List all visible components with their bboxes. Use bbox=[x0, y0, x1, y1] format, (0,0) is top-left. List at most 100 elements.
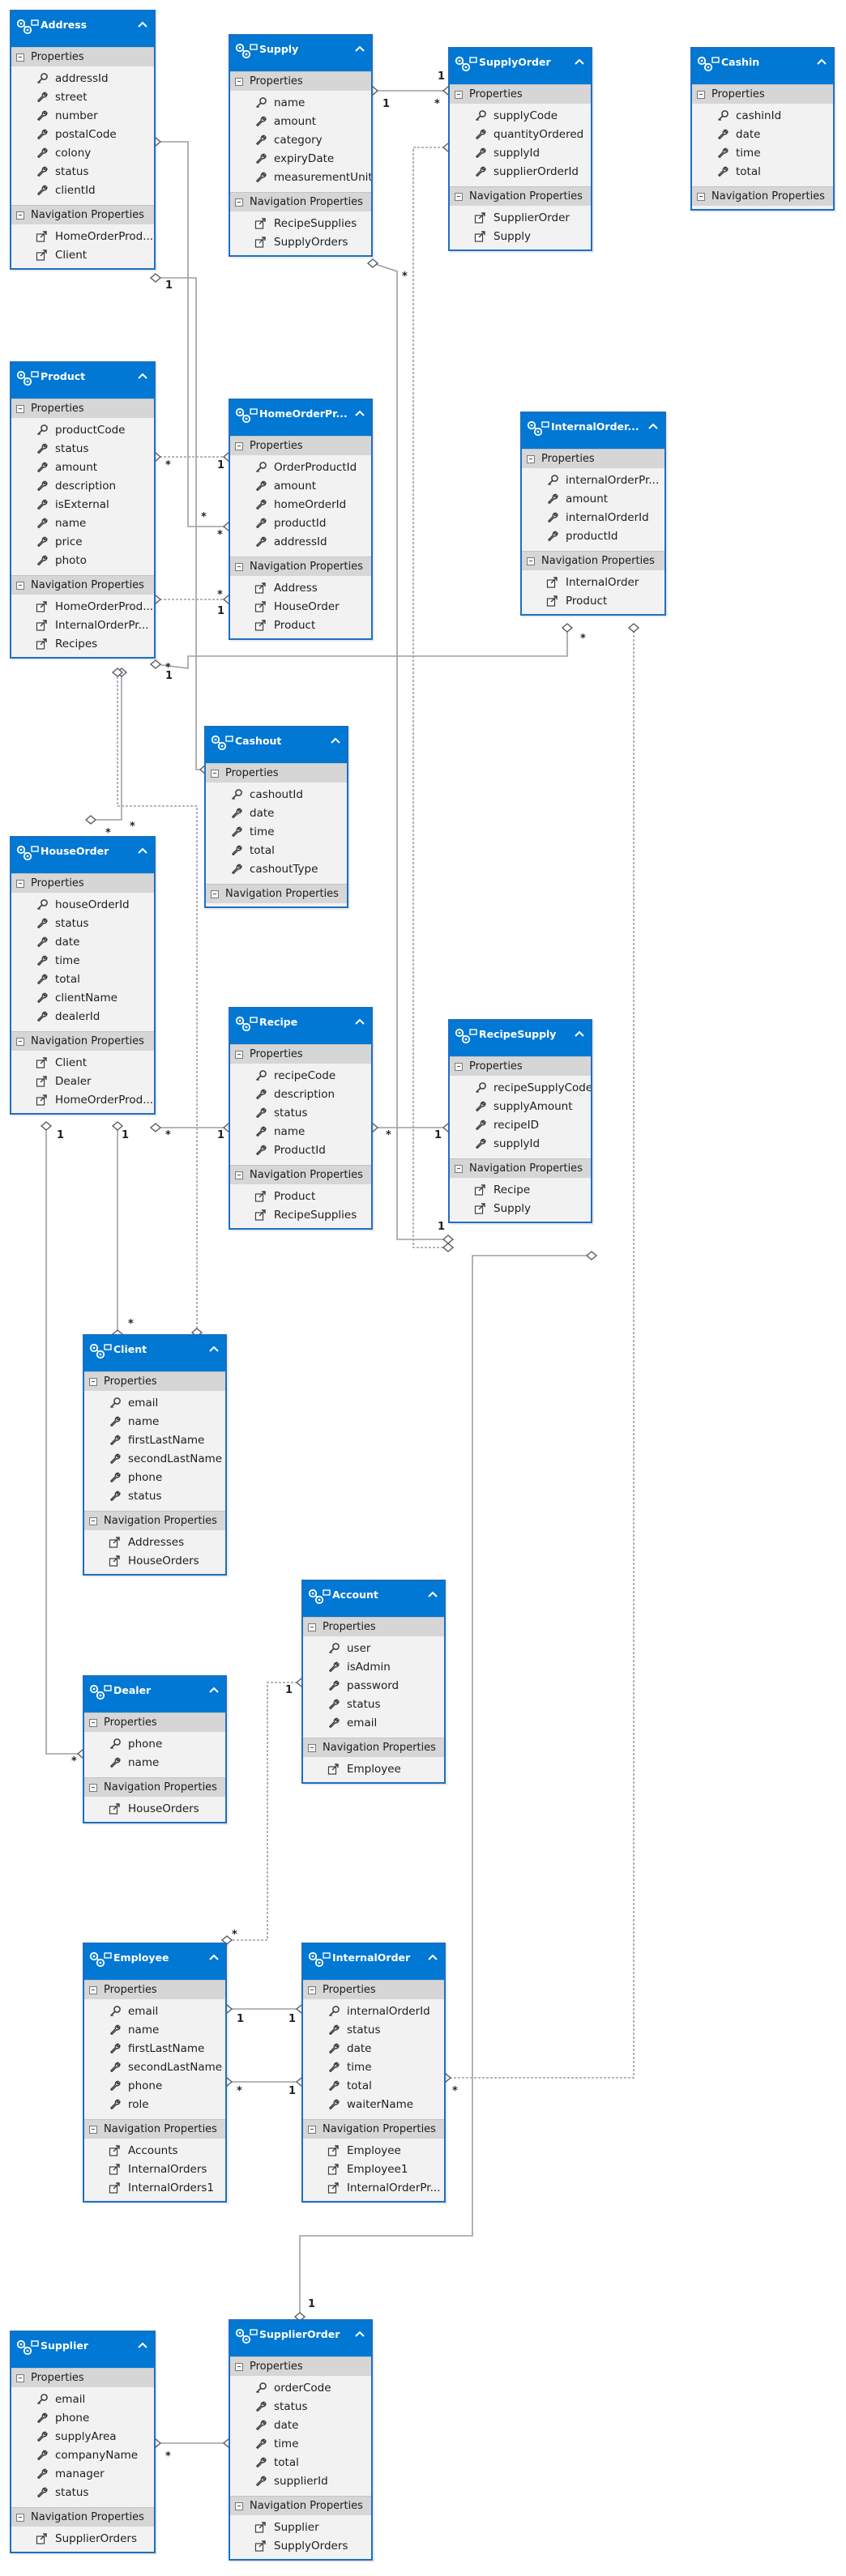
property-item[interactable]: quantityOrdered bbox=[450, 125, 591, 143]
collapse-toggle-icon[interactable] bbox=[235, 77, 243, 86]
collapse-toggle-icon[interactable] bbox=[16, 2513, 24, 2522]
collapse-toggle-icon[interactable] bbox=[16, 879, 24, 888]
property-item[interactable]: date bbox=[11, 932, 154, 951]
chevron-up-icon[interactable] bbox=[815, 56, 828, 69]
property-item[interactable]: street bbox=[11, 87, 154, 106]
properties-section-header[interactable]: Properties bbox=[692, 84, 833, 104]
chevron-up-icon[interactable] bbox=[353, 1016, 366, 1029]
navigation-section-header[interactable]: Navigation Properties bbox=[84, 2119, 225, 2139]
property-item[interactable]: date bbox=[206, 804, 347, 822]
chevron-up-icon[interactable] bbox=[136, 845, 149, 858]
navigation-section-header[interactable]: Navigation Properties bbox=[11, 1031, 154, 1051]
collapse-toggle-icon[interactable] bbox=[697, 90, 705, 99]
property-item[interactable]: name bbox=[11, 514, 154, 532]
collapse-toggle-icon[interactable] bbox=[16, 1037, 24, 1046]
property-item[interactable]: phone bbox=[84, 1734, 225, 1753]
property-item[interactable]: clientId bbox=[11, 181, 154, 199]
navigation-item[interactable]: Recipe bbox=[450, 1180, 591, 1199]
navigation-item[interactable]: Product bbox=[230, 616, 371, 634]
collapse-toggle-icon[interactable] bbox=[89, 1783, 97, 1792]
navigation-item[interactable]: HouseOrder bbox=[230, 597, 371, 616]
navigation-item[interactable]: Product bbox=[522, 591, 664, 610]
property-item[interactable]: recipeID bbox=[450, 1115, 591, 1134]
property-item[interactable]: clientName bbox=[11, 988, 154, 1007]
collapse-toggle-icon[interactable] bbox=[235, 2501, 243, 2510]
collapse-toggle-icon[interactable] bbox=[235, 562, 243, 571]
chevron-up-icon[interactable] bbox=[573, 1028, 586, 1041]
collapse-toggle-icon[interactable] bbox=[235, 1050, 243, 1059]
properties-section-header[interactable]: Properties bbox=[522, 449, 664, 468]
navigation-item[interactable]: Employee bbox=[303, 2141, 444, 2160]
property-item[interactable]: supplyCode bbox=[450, 106, 591, 125]
property-item[interactable]: status bbox=[84, 1486, 225, 1505]
properties-section-header[interactable]: Properties bbox=[303, 1980, 444, 1999]
property-item[interactable]: status bbox=[11, 162, 154, 181]
property-item[interactable]: total bbox=[11, 970, 154, 988]
property-item[interactable]: category bbox=[230, 130, 371, 149]
property-item[interactable]: status bbox=[11, 439, 154, 458]
property-item[interactable]: time bbox=[692, 143, 833, 162]
property-item[interactable]: description bbox=[230, 1085, 371, 1103]
chevron-up-icon[interactable] bbox=[426, 1951, 439, 1964]
property-item[interactable]: description bbox=[11, 476, 154, 495]
navigation-section-header[interactable]: Navigation Properties bbox=[84, 1511, 225, 1530]
entity-header[interactable]: Cashout bbox=[206, 727, 347, 763]
properties-section-header[interactable]: Properties bbox=[11, 873, 154, 893]
property-item[interactable]: supplyAmount bbox=[450, 1097, 591, 1115]
property-item[interactable]: email bbox=[11, 2390, 154, 2408]
property-item[interactable]: amount bbox=[11, 458, 154, 476]
navigation-section-header[interactable]: Navigation Properties bbox=[522, 551, 664, 570]
property-item[interactable]: email bbox=[84, 1393, 225, 1412]
navigation-item[interactable]: Supply bbox=[450, 1199, 591, 1218]
navigation-item[interactable]: Recipes bbox=[11, 634, 154, 653]
properties-section-header[interactable]: Properties bbox=[84, 1712, 225, 1732]
property-item[interactable]: measurementUnit bbox=[230, 168, 371, 186]
chevron-up-icon[interactable] bbox=[207, 1343, 220, 1356]
navigation-item[interactable]: Client bbox=[11, 1053, 154, 1072]
collapse-toggle-icon[interactable] bbox=[527, 557, 535, 565]
collapse-toggle-icon[interactable] bbox=[16, 211, 24, 220]
navigation-section-header[interactable]: Navigation Properties bbox=[230, 192, 371, 211]
property-item[interactable]: secondLastName bbox=[84, 2058, 225, 2076]
collapse-toggle-icon[interactable] bbox=[235, 1171, 243, 1179]
property-item[interactable]: cashoutType bbox=[206, 859, 347, 878]
collapse-toggle-icon[interactable] bbox=[235, 198, 243, 207]
properties-section-header[interactable]: Properties bbox=[11, 2368, 154, 2387]
collapse-toggle-icon[interactable] bbox=[89, 1718, 97, 1727]
property-item[interactable]: date bbox=[303, 2039, 444, 2058]
property-item[interactable]: status bbox=[303, 1695, 444, 1713]
navigation-item[interactable]: InternalOrders1 bbox=[84, 2178, 225, 2197]
properties-section-header[interactable]: Properties bbox=[84, 1980, 225, 1999]
collapse-toggle-icon[interactable] bbox=[211, 769, 219, 778]
property-item[interactable]: phone bbox=[84, 1468, 225, 1486]
chevron-up-icon[interactable] bbox=[647, 420, 660, 433]
collapse-toggle-icon[interactable] bbox=[455, 1062, 463, 1071]
properties-section-header[interactable]: Properties bbox=[303, 1617, 444, 1636]
navigation-item[interactable]: Supplier bbox=[230, 2518, 371, 2536]
navigation-section-header[interactable]: Navigation Properties bbox=[450, 186, 591, 206]
property-item[interactable]: cashoutId bbox=[206, 785, 347, 804]
property-item[interactable]: amount bbox=[230, 476, 371, 495]
property-item[interactable]: name bbox=[84, 1753, 225, 1772]
property-item[interactable]: amount bbox=[522, 489, 664, 508]
collapse-toggle-icon[interactable] bbox=[89, 2125, 97, 2134]
property-item[interactable]: time bbox=[303, 2058, 444, 2076]
properties-section-header[interactable]: Properties bbox=[206, 763, 347, 783]
navigation-section-header[interactable]: Navigation Properties bbox=[303, 1738, 444, 1757]
property-item[interactable]: phone bbox=[84, 2076, 225, 2095]
navigation-item[interactable]: InternalOrders bbox=[84, 2160, 225, 2178]
property-item[interactable]: status bbox=[11, 2483, 154, 2501]
property-item[interactable]: name bbox=[230, 93, 371, 112]
property-item[interactable]: price bbox=[11, 532, 154, 551]
entity-header[interactable]: InternalOrder bbox=[303, 1944, 444, 1980]
navigation-item[interactable]: Employee1 bbox=[303, 2160, 444, 2178]
navigation-item[interactable]: HomeOrderProd... bbox=[11, 227, 154, 245]
entity-header[interactable]: Recipe bbox=[230, 1009, 371, 1044]
